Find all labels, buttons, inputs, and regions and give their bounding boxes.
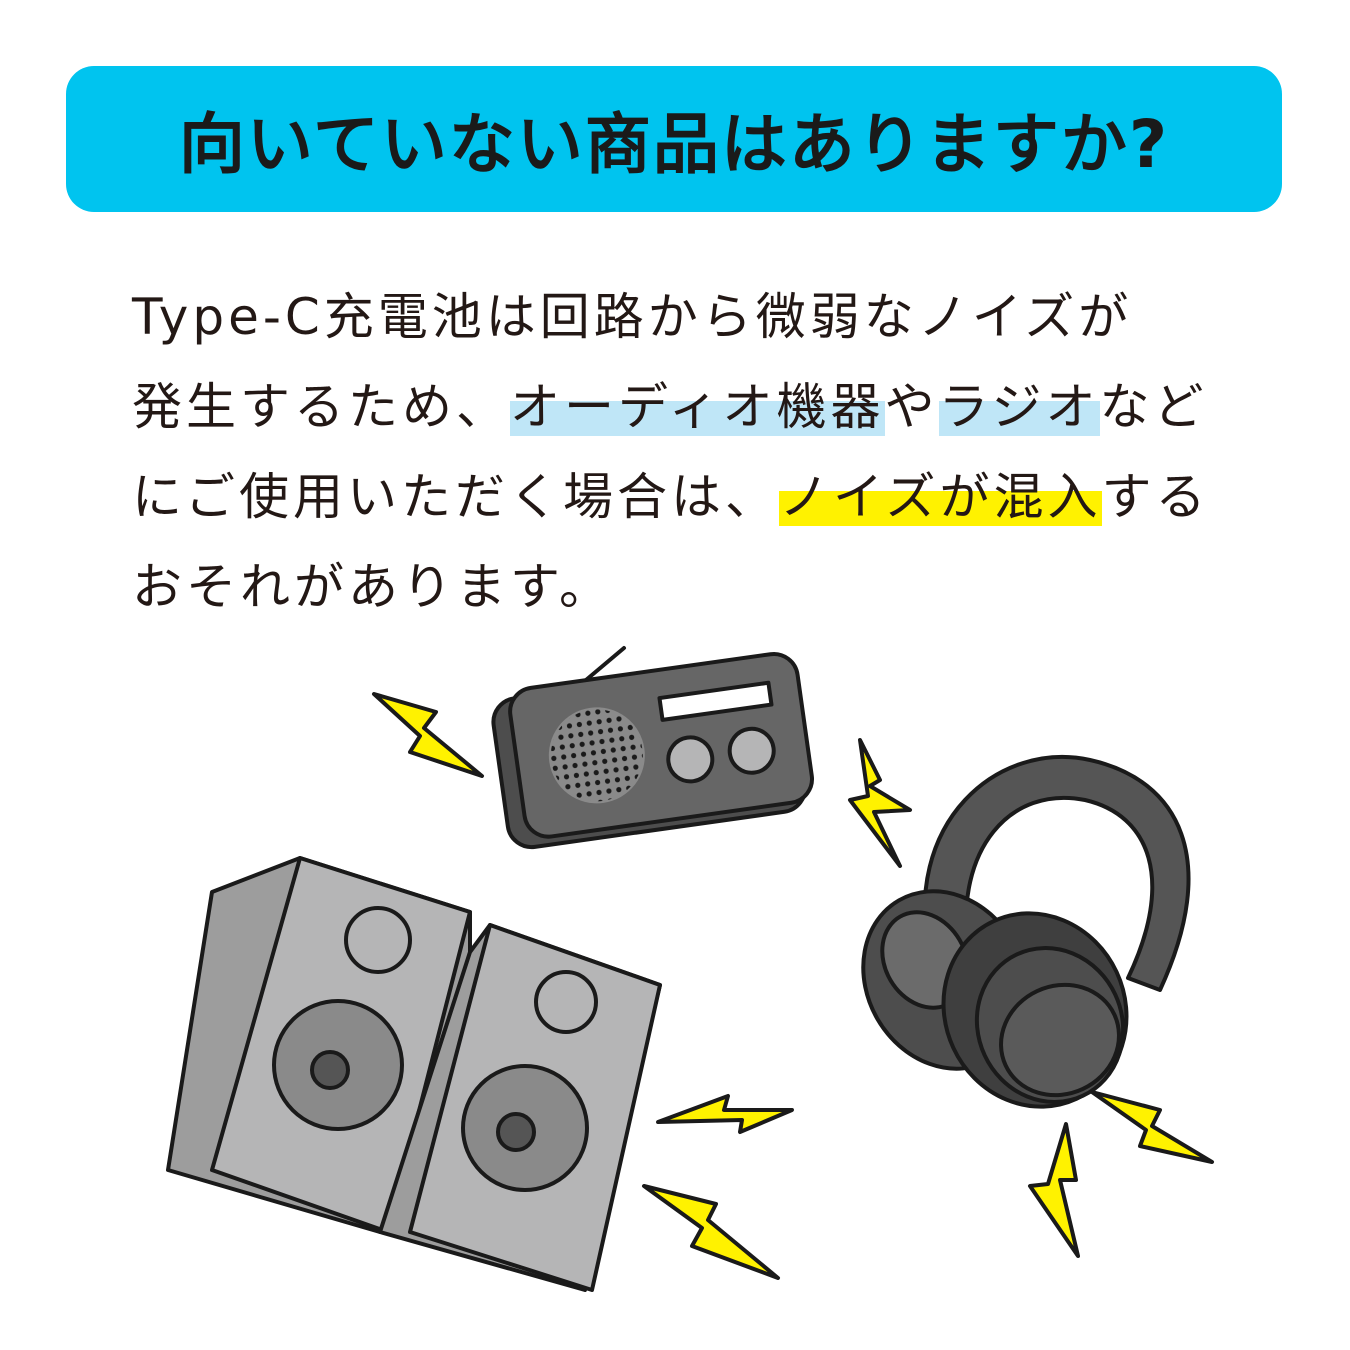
body-line-2: 発生するため、オーディオ機器やラジオなど bbox=[132, 362, 1242, 452]
body-text-span: など bbox=[1099, 378, 1208, 436]
headphones-icon bbox=[861, 754, 1191, 1109]
body-text-span: や bbox=[884, 378, 939, 436]
body-line-4: おそれがあります。 bbox=[132, 558, 613, 616]
body-line-3: にご使用いただく場合は、ノイズが混入する bbox=[132, 452, 1242, 542]
highlight-radio: ラジオ bbox=[938, 378, 1100, 436]
radio-icon bbox=[491, 646, 814, 850]
title-banner: 向いていない商品はありますか? bbox=[66, 66, 1282, 212]
devices-illustration bbox=[166, 646, 1214, 1292]
body-text-span: にご使用いただく場合は、 bbox=[132, 468, 779, 526]
highlight-noise-mixing: ノイズが混入 bbox=[779, 468, 1102, 526]
body-text-span: 発生するため、 bbox=[132, 378, 510, 436]
noise-spark-icon bbox=[372, 692, 1214, 1280]
speakers-icon bbox=[166, 856, 662, 1292]
body-paragraph: Type-C充電池は回路から微弱なノイズが 発生するため、オーディオ機器やラジオ… bbox=[132, 272, 1242, 632]
body-line-1: Type-C充電池は回路から微弱なノイズが bbox=[132, 288, 1133, 346]
body-text-span: する bbox=[1101, 468, 1210, 526]
page-title: 向いていない商品はありますか? bbox=[178, 106, 1170, 183]
highlight-audio-devices: オーディオ機器 bbox=[510, 378, 885, 436]
